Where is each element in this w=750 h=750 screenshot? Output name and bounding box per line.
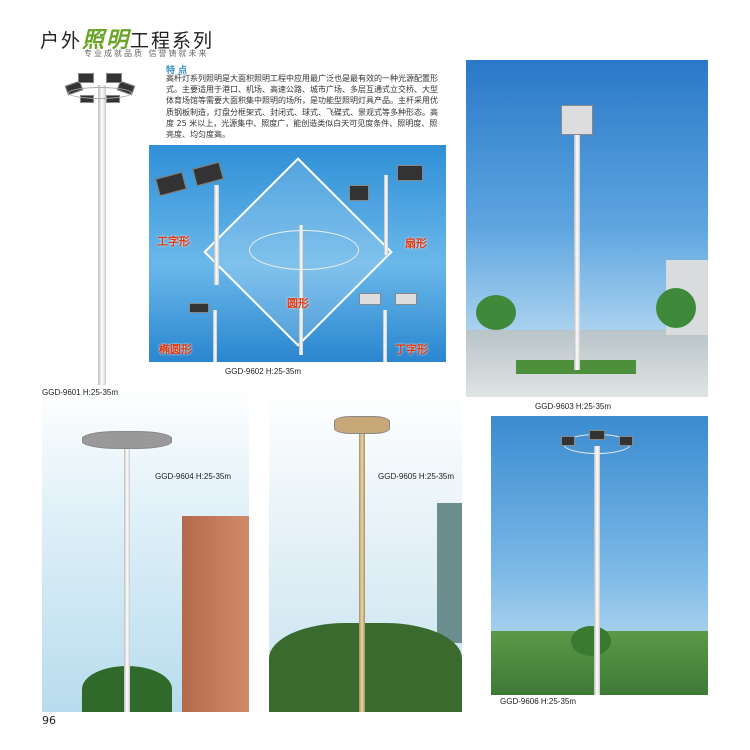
shape-label-ellipse: 椭圆形 xyxy=(159,343,192,356)
page-number: 96 xyxy=(42,714,56,727)
product-photo-9603 xyxy=(466,60,708,397)
page-title: 户外照明工程系列 xyxy=(40,22,214,54)
caption-9606: GGD-9606 H:25-35m xyxy=(500,697,577,706)
caption-9601: GGD-9601 H:25-35m xyxy=(42,388,119,397)
caption-9602: GGD-9602 H:25-35m xyxy=(225,367,302,376)
shape-label-fan: 扇形 xyxy=(405,237,427,250)
title-part: 户外 xyxy=(40,30,83,52)
lamp-shapes-collage: 工字形 扇形 圆形 椭圆形 丁字形 xyxy=(149,145,446,362)
features-text: 高杆灯系列照明是大面积照明工程中应用最广泛也是最有效的一种光源配置形式。主要适用… xyxy=(166,74,438,140)
shape-label-i: 工字形 xyxy=(157,235,190,248)
page-subtitle: 专业成就品质 信誉铸就未来 xyxy=(84,49,209,58)
caption-9603: GGD-9603 H:25-35m xyxy=(535,402,612,411)
shape-label-circle: 圆形 xyxy=(287,297,309,310)
title-part: 工程系列 xyxy=(130,30,215,52)
product-photo-9605 xyxy=(269,388,462,712)
caption-9605: GGD-9605 H:25-35m xyxy=(378,472,455,481)
title-highlight: 照明 xyxy=(82,28,131,53)
shape-label-t: 丁字形 xyxy=(395,343,428,356)
caption-9604: GGD-9604 H:25-35m xyxy=(155,472,232,481)
product-image-9601-pole xyxy=(60,65,140,385)
product-photo-9604 xyxy=(42,386,249,712)
product-photo-9606 xyxy=(491,416,708,695)
features-heading: 特 点 xyxy=(166,66,188,76)
